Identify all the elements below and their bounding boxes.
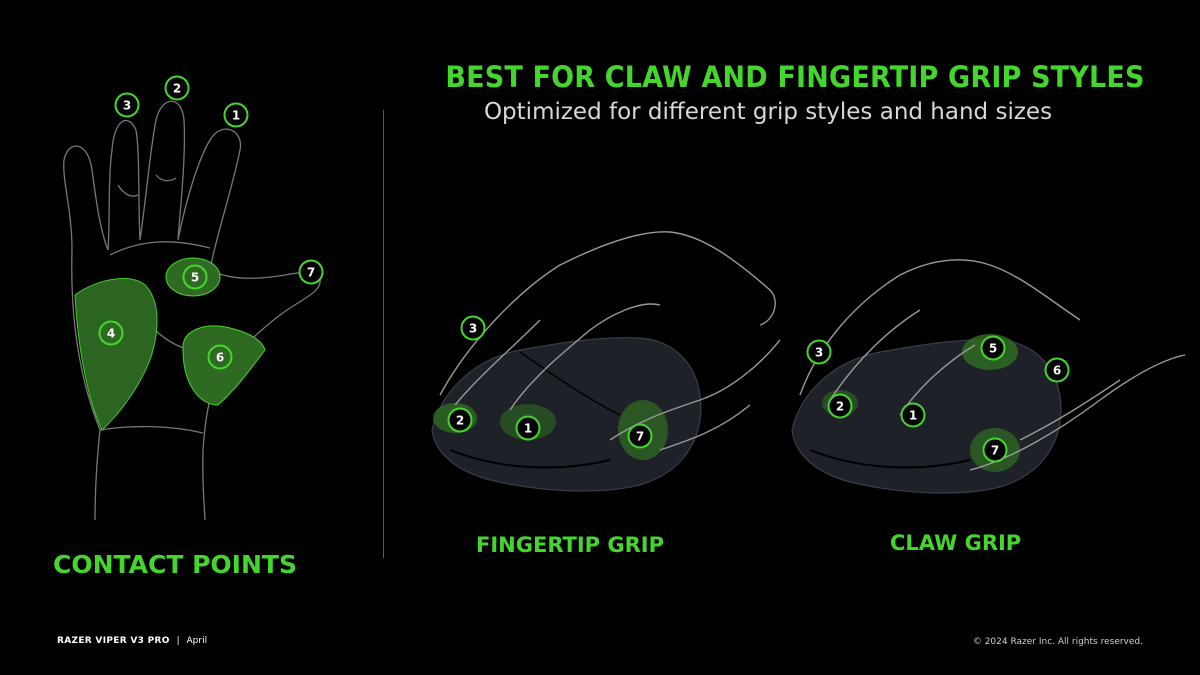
page-subheadline: Optimized for different grip styles and …	[483, 99, 1053, 125]
svg-text:7: 7	[307, 266, 315, 280]
svg-text:1: 1	[524, 422, 532, 436]
svg-text:6: 6	[1053, 364, 1061, 378]
svg-text:3: 3	[469, 322, 477, 336]
page-headline: BEST FOR CLAW AND FINGERTIP GRIP STYLES	[445, 60, 1145, 94]
hand-marker-5: 5	[182, 264, 208, 290]
svg-text:2: 2	[836, 400, 844, 414]
fingertip-grip-label: FINGERTIP GRIP	[476, 533, 664, 557]
svg-text:5: 5	[989, 342, 997, 356]
fingertip-marker-7: 7	[627, 423, 653, 449]
svg-text:1: 1	[909, 409, 917, 423]
hand-marker-3: 3	[114, 92, 140, 118]
claw-marker-3: 3	[806, 339, 832, 365]
fingertip-markers: 1 2 3 7	[447, 315, 653, 449]
claw-marker-5: 5	[980, 335, 1006, 361]
svg-text:4: 4	[107, 327, 115, 341]
fingertip-grip-illustration: 1 2 3 7	[431, 231, 781, 492]
claw-marker-1: 1	[900, 402, 926, 428]
footer-month: April	[186, 636, 208, 646]
svg-text:2: 2	[173, 82, 181, 96]
claw-marker-2: 2	[827, 393, 853, 419]
footer-product: RAZER VIPER V3 PRO | April	[57, 636, 207, 646]
svg-text:6: 6	[216, 351, 224, 365]
divider	[383, 110, 384, 558]
hand-marker-4: 4	[98, 320, 124, 346]
svg-text:3: 3	[123, 99, 131, 113]
svg-text:1: 1	[232, 109, 240, 123]
hand-markers: 1 2 3 4 5 6 7	[98, 75, 324, 370]
fingertip-marker-2: 2	[447, 407, 473, 433]
hand-diagram: 1 2 3 4 5 6 7	[63, 75, 324, 521]
hand-marker-2: 2	[164, 75, 190, 101]
footer-product-name: RAZER VIPER V3 PRO	[57, 636, 170, 646]
svg-text:3: 3	[815, 346, 823, 360]
hand-marker-6: 6	[207, 344, 233, 370]
contact-points-label: CONTACT POINTS	[53, 550, 297, 579]
fingertip-marker-1: 1	[515, 415, 541, 441]
svg-text:2: 2	[456, 414, 464, 428]
footer-copyright: © 2024 Razer Inc. All rights reserved.	[972, 637, 1143, 647]
claw-marker-7: 7	[982, 437, 1008, 463]
claw-grip-illustration: 1 2 3 5 6 7	[791, 259, 1186, 494]
hand-marker-1: 1	[223, 102, 249, 128]
mouse-body	[791, 339, 1062, 494]
svg-text:7: 7	[991, 444, 999, 458]
claw-marker-6: 6	[1044, 357, 1070, 383]
fingertip-marker-3: 3	[460, 315, 486, 341]
hand-marker-7: 7	[298, 259, 324, 285]
claw-markers: 1 2 3 5 6 7	[806, 335, 1070, 463]
footer-separator: |	[176, 636, 180, 646]
svg-text:7: 7	[636, 430, 644, 444]
claw-grip-label: CLAW GRIP	[890, 531, 1022, 555]
svg-text:5: 5	[191, 271, 199, 285]
